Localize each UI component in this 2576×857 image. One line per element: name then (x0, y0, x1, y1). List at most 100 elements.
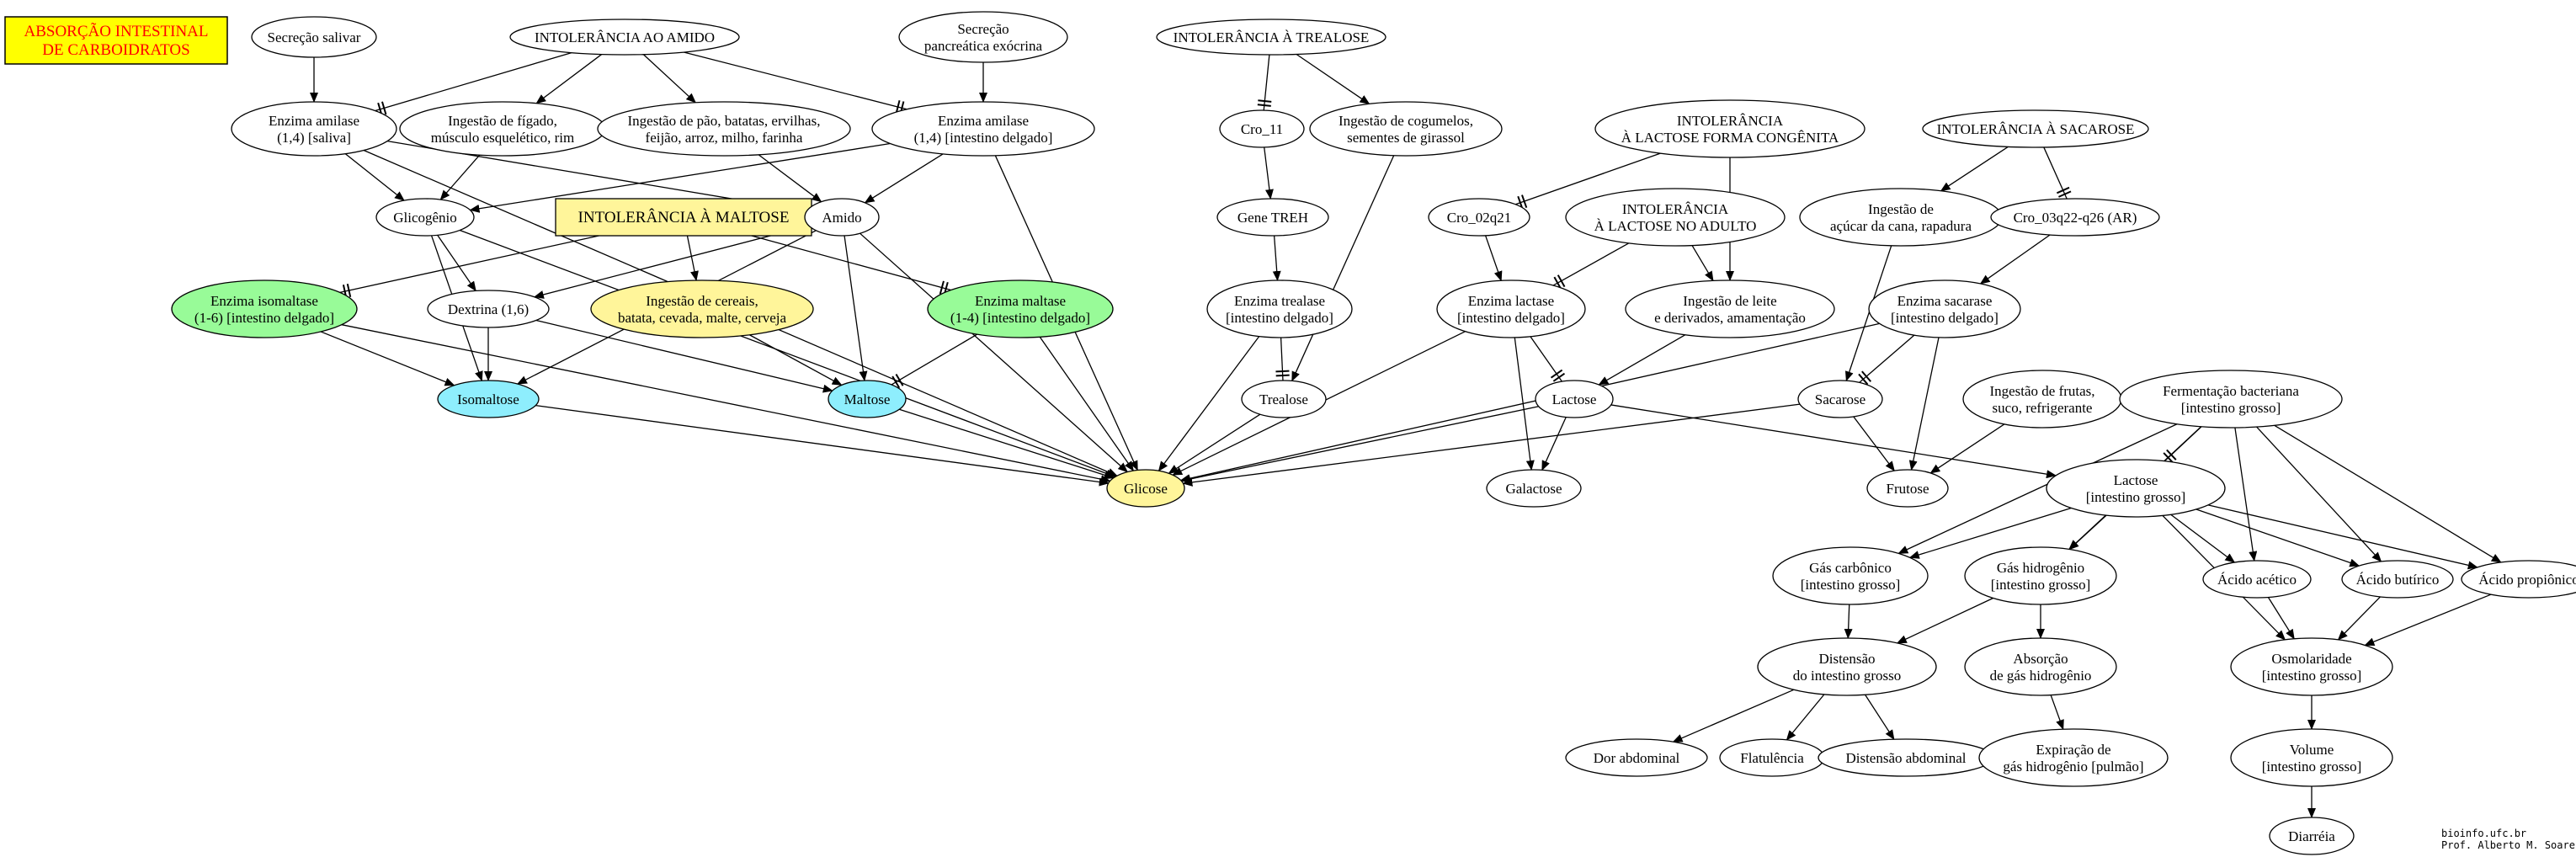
node-shape-enz-sacarase (1868, 279, 2021, 338)
edge-cro11-to-gene-treh (1264, 146, 1274, 200)
node-shape-enz-maltase (927, 279, 1114, 338)
edge-fermentacao-to-acido-propionico (2274, 424, 2502, 563)
node-label-osmolaridade-1: Osmolaridade (2271, 651, 2351, 667)
node-lactose-ig: Lactose[intestino grosso] (2046, 459, 2226, 518)
node-label-amido-1: Amido (822, 210, 861, 226)
node-label-enz-sacarase-1: Enzima sacarase (1897, 293, 1993, 309)
node-label-ing-pao-2: feijão, arroz, milho, farinha (646, 130, 803, 146)
node-secrecao-salivar: Secreção salivar (251, 16, 377, 58)
node-label-maltose-1: Maltose (844, 391, 891, 407)
node-label-ing-pao-1: Ingestão de pão, batatas, ervilhas, (628, 113, 821, 129)
edge-int-trealose-to-cro11 (1257, 54, 1272, 111)
edge-enz-sacarase-to-sacarose (1858, 334, 1915, 386)
node-shape-fermentacao (2119, 370, 2343, 428)
edge-glicogenio-to-dextrina (437, 234, 476, 292)
node-shape-frutose (1866, 469, 1949, 508)
edge-dextrina-to-maltose (535, 319, 833, 393)
node-flatulencia: Flatulência (1719, 738, 1825, 777)
edge-lactose-ig-to-acido-acetico (2170, 514, 2236, 563)
edge-absorcao-gas-to-expiracao (2050, 695, 2064, 731)
edge-int-amido-to-ing-pao (642, 54, 696, 104)
node-shape-galactose (1486, 469, 1582, 508)
edge-enz-trealase-to-trealose (1275, 337, 1290, 381)
node-gas-carbonico: Gás carbônico[intestino grosso] (1772, 546, 1929, 605)
node-ing-figado: Ingestão de fígado,músculo esquelético, … (399, 101, 606, 157)
node-shape-dextrina (427, 290, 550, 328)
edge-enz-maltase-to-maltose (891, 333, 978, 389)
node-label-cro02-1: Cro_02q21 (1447, 210, 1512, 226)
node-galactose: Galactose (1486, 469, 1582, 508)
node-label-glicose-1: Glicose (1124, 481, 1168, 497)
edge-ing-acucar-to-sacarose (1844, 245, 1892, 382)
edge-enz-amilase-saliva-to-glicogenio (344, 153, 405, 201)
edge-trealose-to-glicose (1168, 413, 1261, 474)
node-shape-int-lact-adulto (1565, 188, 1786, 247)
node-shape-acido-propionico (2461, 560, 2576, 599)
node-ing-frutas: Ingestão de frutas,suco, refrigerante (1962, 370, 2122, 428)
node-glicose: Glicose (1106, 469, 1185, 508)
node-label-dextrina-1: Dextrina (1,6) (448, 301, 529, 317)
node-label-enz-trealase-1: Enzima trealase (1234, 293, 1325, 309)
edge-int-lact-adulto-to-ing-leite (1691, 245, 1714, 282)
node-label-cro11-1: Cro_11 (1241, 121, 1283, 137)
node-shape-dor (1565, 738, 1708, 777)
edge-fermentacao-to-gas-carbonico (1897, 423, 2178, 554)
node-ing-cogumelos: Ingestão de cogumelos,sementes de girass… (1309, 101, 1503, 157)
node-enz-trealase: Enzima trealase[intestino delgado] (1206, 279, 1353, 338)
edge-enz-isomaltase-to-isomaltose (320, 331, 455, 386)
node-label-ing-figado-1: Ingestão de fígado, (448, 113, 557, 129)
node-shape-acido-butirico (2341, 560, 2454, 599)
node-label-int-lact-adulto-1: INTOLERÂNCIA (1622, 201, 1729, 217)
node-shape-lactose-ig (2046, 459, 2226, 518)
edge-amido-to-maltose (844, 235, 868, 382)
edge-int-maltose-to-ing-cereais (686, 235, 699, 282)
node-label-ing-acucar-2: açúcar da cana, rapadura (1830, 218, 1972, 234)
node-shape-ing-figado (399, 101, 606, 157)
node-shape-trealose (1241, 380, 1327, 418)
edge-ing-pao-to-amido (758, 154, 822, 203)
edge-int-maltose-to-enz-isomaltase (339, 235, 599, 299)
node-ing-cereais: Ingestão de cereais,batata, cevada, malt… (590, 279, 814, 338)
node-label-acido-butirico-1: Ácido butírico (2356, 572, 2440, 588)
node-label-ing-cereais-1: Ingestão de cereais, (646, 293, 758, 309)
node-frutose: Frutose (1866, 469, 1949, 508)
edge-enz-amilase-int-to-glicogenio (469, 142, 891, 213)
node-isomaltose: Isomaltose (437, 380, 540, 418)
node-cro11: Cro_11 (1219, 109, 1305, 148)
node-acido-propionico: Ácido propiônico (2461, 560, 2576, 599)
node-label-enz-isomaltase-2: (1-6) [intestino delgado] (194, 310, 334, 326)
node-diarreia: Diarréia (2269, 817, 2355, 855)
node-label-gas-carbonico-2: [intestino grosso] (1801, 577, 1901, 593)
edge-distensao-to-flatulencia (1786, 694, 1825, 741)
edge-amido-to-glicose (860, 232, 1129, 473)
node-label-fermentacao-1: Fermentação bacteriana (2163, 383, 2299, 399)
node-label-ing-leite-2: e derivados, amamentação (1654, 310, 1806, 326)
edge-lactose-to-galactose (1541, 417, 1567, 471)
node-label-trealose-1: Trealose (1259, 391, 1308, 407)
node-shape-int-sacarose (1922, 109, 2149, 148)
edge-enz-maltase-to-glicose (1039, 336, 1134, 471)
node-label-ing-cogumelos-1: Ingestão de cogumelos, (1339, 113, 1473, 129)
node-label-absorcao-gas-1: Absorção (2013, 651, 2068, 667)
node-shape-isomaltose (437, 380, 540, 418)
node-shape-glicogenio (375, 198, 475, 237)
node-shape-gas-hidrogenio (1964, 546, 2117, 605)
edge-amido-to-dextrina (533, 225, 810, 299)
node-int-sacarose: INTOLERÂNCIA À SACAROSE (1922, 109, 2149, 148)
edge-enz-amilase-int-to-amido (864, 153, 944, 204)
node-label-osmolaridade-2: [intestino grosso] (2262, 668, 2362, 684)
node-label-ing-frutas-1: Ingestão de frutas, (1989, 383, 2094, 399)
node-volume: Volume[intestino grosso] (2230, 728, 2393, 787)
node-enz-amilase-int: Enzima amilase(1,4) [intestino delgado] (871, 101, 1095, 157)
node-label-int-lact-cong-1: INTOLERÂNCIA (1677, 113, 1784, 129)
node-shape-int-amido (509, 19, 740, 56)
node-label-galactose-1: Galactose (1505, 481, 1562, 497)
node-label-gas-carbonico-1: Gás carbônico (1809, 560, 1892, 576)
node-label-int-lact-adulto-2: À LACTOSE NO ADULTO (1594, 218, 1757, 234)
node-trealose: Trealose (1241, 380, 1327, 418)
edge-lactose-to-glicose (1180, 406, 1539, 483)
